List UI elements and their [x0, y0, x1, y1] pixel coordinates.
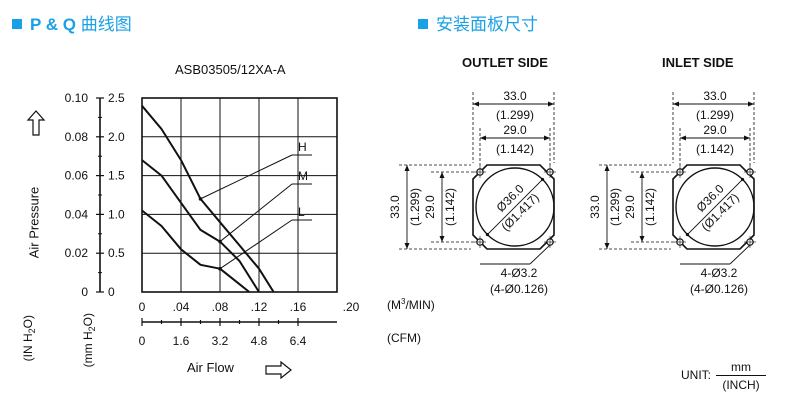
dim-hole-in-top: (1.142): [696, 142, 734, 156]
mounting-dimensions-heading: 安装面板尺寸: [418, 10, 538, 35]
dim-overall-in-left: (1.299): [608, 188, 622, 226]
x-tick-label-cfm: 3.2: [212, 334, 229, 348]
right-arrow-icon: [265, 360, 292, 380]
x-tick-label-cfm: 6.4: [290, 334, 307, 348]
unit-divider: [716, 375, 766, 376]
dim-overall-mm-left: 33.0: [388, 195, 402, 219]
dim-diameter-end: [740, 177, 745, 182]
x-unit-m3min: (M3/MIN): [387, 297, 435, 312]
inlet-side-drawing: 33.0(1.299)29.0(1.142)33.0(1.299)29.0(1.…: [588, 89, 756, 296]
dim-hole-mm-left: 29.0: [623, 195, 637, 219]
y-tick-label-mmh2o: 1.0: [108, 207, 125, 221]
y-tick-label-mmh2o: 0: [108, 285, 115, 299]
curve-label-L: L: [298, 205, 305, 219]
dim-overall-in-top: (1.299): [696, 108, 734, 122]
curve-M: [141, 159, 260, 293]
outlet-side-drawing: 33.0(1.299)29.0(1.142)33.0(1.299)29.0(1.…: [388, 89, 556, 296]
x-unit-cfm: (CFM): [387, 331, 421, 345]
dim-line-diameter: [687, 179, 743, 235]
curve-label-M: M: [298, 169, 308, 183]
x-tick-label-cfm: 4.8: [251, 334, 268, 348]
frame-outline: [472, 164, 555, 250]
hole-callout-mm: 4-Ø3.2: [501, 266, 538, 280]
dim-diameter-end: [540, 177, 545, 182]
inlet-side-title: INLET SIDE: [662, 55, 734, 70]
x-axis-label: Air Flow: [187, 360, 234, 375]
curve-leader-line: [200, 154, 293, 200]
dim-overall-mm-top: 33.0: [503, 89, 527, 103]
x-tick-label-m3: 0: [139, 300, 146, 314]
x-tick-label-cfm: 0: [139, 334, 146, 348]
x-tick-label-m3: .04: [173, 300, 190, 314]
y-tick-label-inh2o: 0: [81, 285, 88, 299]
x-tick-label-m3: .20: [343, 300, 360, 314]
dim-overall-mm-left: 33.0: [588, 195, 602, 219]
curve-leader-dot: [198, 197, 203, 201]
bullet-square-icon: [12, 18, 22, 29]
y-tick-label-inh2o: 0.10: [65, 91, 89, 105]
pq-curve-heading: P & Q 曲线图: [12, 10, 132, 35]
y-tick-label-mmh2o: 0.5: [108, 246, 125, 260]
y-tick-label-mmh2o: 1.5: [108, 169, 125, 183]
y-tick-label-inh2o: 0.06: [65, 169, 89, 183]
plot-frame: [141, 97, 338, 293]
curve-label-H: H: [298, 140, 307, 154]
hole-callout-mm: 4-Ø3.2: [701, 266, 738, 280]
y-tick-label-inh2o: 0.02: [65, 246, 89, 260]
frame-outline: [672, 164, 755, 250]
unit-label: UNIT:: [681, 368, 711, 382]
curve-H: [141, 105, 275, 293]
x-tick-label-m3: .16: [290, 300, 307, 314]
curve-leader-dot: [218, 266, 222, 271]
y-tick-label-mmh2o: 2.5: [108, 91, 125, 105]
y-tick-label-inh2o: 0.04: [65, 207, 89, 221]
curve-leader-dot: [218, 239, 222, 244]
dim-hole-in-top: (1.142): [496, 142, 534, 156]
dim-overall-in-left: (1.299): [408, 188, 422, 226]
dim-hole-mm-left: 29.0: [423, 195, 437, 219]
fan-circle: [675, 167, 755, 247]
curve-leader-line: [219, 219, 293, 270]
curve-leader-line: [219, 183, 293, 242]
bullet-square-icon: [418, 18, 428, 29]
hole-callout-in: (4-Ø0.126): [690, 282, 748, 296]
unit-mm: mm: [731, 360, 751, 374]
dim-hole-in-left: (1.142): [643, 188, 657, 226]
dim-hole-mm-top: 29.0: [503, 123, 527, 137]
dim-overall-mm-top: 33.0: [703, 89, 727, 103]
hole-callout-leader: [529, 244, 551, 265]
chart-title: ASB03505/12XA-A: [175, 62, 286, 77]
unit-inch: (INCH): [722, 378, 760, 392]
dim-hole-in-left: (1.142): [443, 188, 457, 226]
curve-L: [141, 209, 250, 293]
x-tick-label-m3: .08: [212, 300, 229, 314]
dim-diameter-end: [685, 232, 690, 237]
y-tick-label-mmh2o: 2.0: [108, 130, 125, 144]
dim-line-diameter: [487, 179, 543, 235]
x-tick-label-m3: .12: [251, 300, 268, 314]
fan-circle: [475, 167, 555, 247]
outlet-side-title: OUTLET SIDE: [462, 55, 548, 70]
up-arrow-icon: [26, 110, 46, 136]
hole-callout-in: (4-Ø0.126): [490, 282, 548, 296]
dim-diameter-end: [485, 232, 490, 237]
y-tick-label-inh2o: 0.08: [65, 130, 89, 144]
dim-overall-in-top: (1.299): [496, 108, 534, 122]
dim-hole-mm-top: 29.0: [703, 123, 727, 137]
hole-callout-leader: [729, 244, 751, 265]
x-tick-label-cfm: 1.6: [173, 334, 190, 348]
